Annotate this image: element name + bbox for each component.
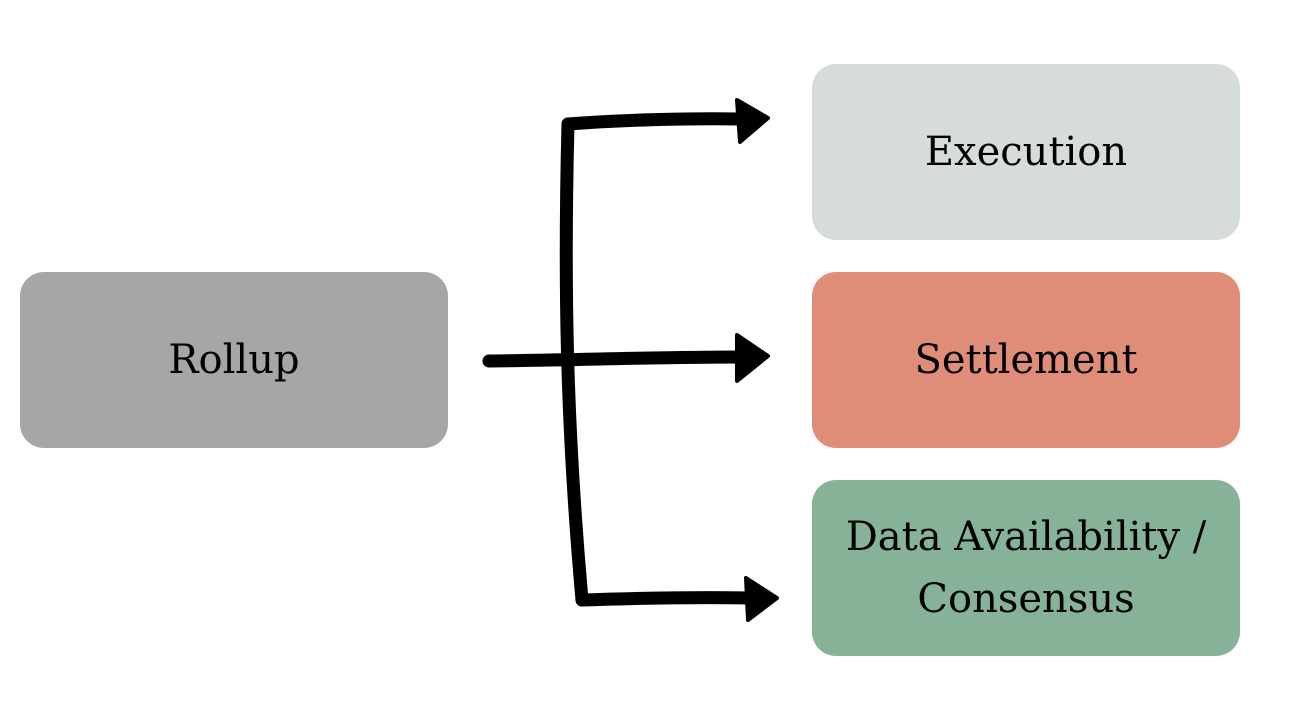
execution-box: Execution <box>812 64 1240 240</box>
arrowhead-data-availability <box>744 576 779 622</box>
settlement-label: Settlement <box>914 337 1138 383</box>
arrowhead-settlement <box>735 333 770 383</box>
arrow-shaft-execution <box>561 112 747 131</box>
arrow-shaft-data-availability <box>575 591 757 607</box>
arrowhead-execution <box>735 98 770 144</box>
data-availability-label-line-1: Data Availability / <box>845 514 1207 560</box>
settlement-box: Settlement <box>812 272 1240 448</box>
rollup-label: Rollup <box>168 337 300 383</box>
data-availability-label-line-2: Consensus <box>917 576 1135 622</box>
arrow-shaft-settlement <box>482 350 747 368</box>
rollup-box: Rollup <box>20 272 448 448</box>
execution-label: Execution <box>924 129 1128 175</box>
data-availability-label: Data Availability / Consensus <box>846 506 1207 630</box>
vertical-bracket-line <box>559 117 589 607</box>
data-availability-box: Data Availability / Consensus <box>812 480 1240 656</box>
